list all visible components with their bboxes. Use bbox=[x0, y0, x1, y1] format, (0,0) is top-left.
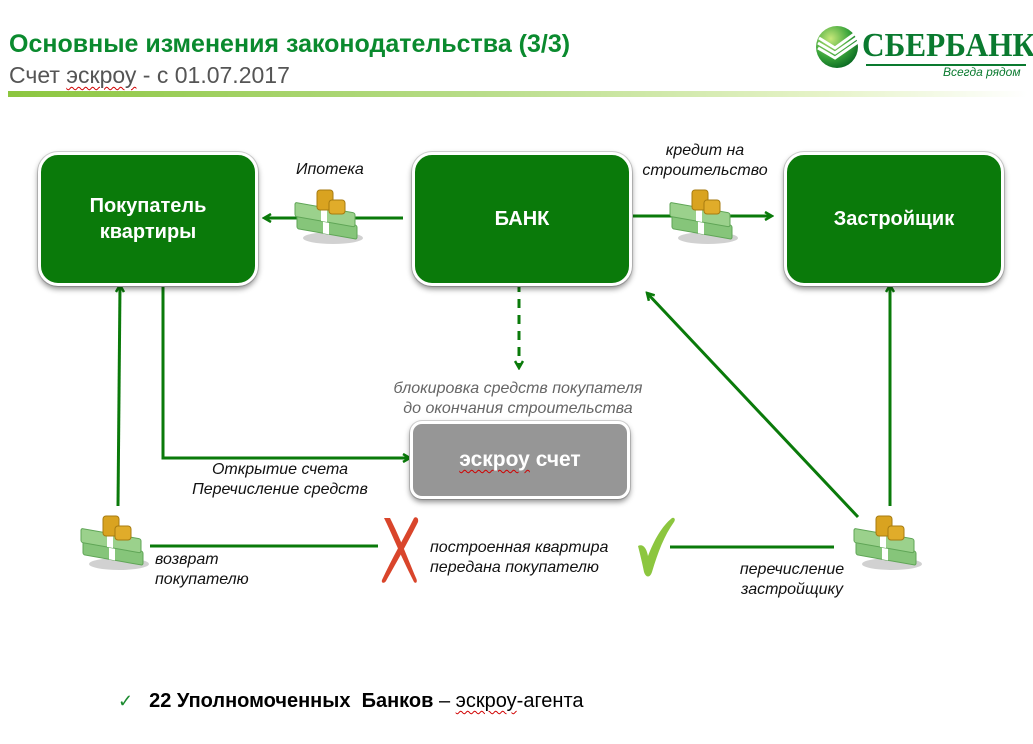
subtitle-date: - с 01.07.2017 bbox=[136, 62, 290, 88]
money-stack-icon bbox=[669, 189, 738, 244]
label-transfer-line2: застройщику bbox=[740, 581, 844, 598]
bullet-suffix: -агента bbox=[516, 690, 584, 712]
red-cross-icon bbox=[381, 517, 419, 583]
arrow-buyer-to-escrow bbox=[161, 283, 410, 458]
brand-name: СБЕРБАНК bbox=[862, 27, 1033, 64]
node-bank: БАНК bbox=[412, 152, 632, 286]
sberbank-logo-icon bbox=[816, 26, 859, 68]
label-apartment-delivered-line1: построенная квартира bbox=[430, 539, 609, 556]
label-construction-credit-line1: кредит на bbox=[665, 142, 745, 159]
subtitle-underlined-word: эскроу bbox=[66, 62, 137, 88]
label-construction-credit: кредит на строительство bbox=[630, 141, 780, 181]
label-transfer-to-developer: перечисление застройщику bbox=[726, 560, 858, 600]
label-funds-blocking-line2: до окончания строительства bbox=[403, 400, 633, 417]
money-stack-icon bbox=[294, 189, 363, 244]
label-refund: возврат покупателю bbox=[155, 550, 249, 590]
arrow-escrow-to-bank bbox=[647, 293, 860, 519]
brand-underline bbox=[866, 64, 1026, 66]
node-escrow-account: эскроу счет bbox=[410, 421, 630, 499]
brand-tagline: Всегда рядом bbox=[943, 65, 1021, 79]
node-developer-label: Застройщик bbox=[833, 208, 955, 230]
node-buyer-label: Покупатель квартиры bbox=[89, 195, 207, 243]
label-refund-line2: покупателю bbox=[155, 571, 249, 588]
label-account-opening-line1: Открытие счета bbox=[211, 461, 349, 478]
bullet-bold-text: 22 Уполномоченных Банков bbox=[149, 690, 434, 712]
node-developer: Застройщик bbox=[784, 152, 1004, 286]
label-construction-credit-line2: строительство bbox=[642, 162, 768, 179]
bullet-underlined-word: эскроу bbox=[455, 690, 517, 712]
label-funds-blocking: блокировка средств покупателя до окончан… bbox=[372, 379, 664, 419]
label-apartment-delivered-line2: передана покупателю bbox=[430, 559, 599, 576]
escrow-word: эскроу bbox=[459, 448, 530, 471]
label-funds-blocking-line1: блокировка средств покупателя bbox=[393, 380, 643, 397]
header-divider bbox=[8, 91, 1028, 97]
label-transfer-line1: перечисление bbox=[739, 561, 845, 578]
node-buyer: Покупатель квартиры bbox=[38, 152, 258, 286]
label-account-opening-line2: Перечисление средств bbox=[192, 481, 368, 498]
green-check-icon bbox=[638, 517, 675, 577]
node-bank-label: БАНК bbox=[494, 208, 550, 230]
check-bullet-icon: ✓ bbox=[118, 691, 134, 711]
arrow-refund-to-buyer bbox=[118, 285, 120, 507]
page-title: Основные изменения законодательства (3/3… bbox=[9, 30, 571, 58]
label-mortgage: Ипотека bbox=[296, 161, 364, 178]
bullet-dash: – bbox=[433, 690, 456, 712]
subtitle-prefix: Счет bbox=[9, 62, 67, 88]
money-stack-icon bbox=[853, 515, 922, 570]
money-stack-icon bbox=[80, 515, 149, 570]
label-apartment-delivered: построенная квартира передана покупателю bbox=[430, 538, 608, 578]
label-refund-line1: возврат bbox=[155, 551, 219, 568]
escrow-suffix: счет bbox=[529, 448, 581, 471]
label-account-opening: Открытие счета Перечисление средств bbox=[172, 460, 388, 500]
footer-bullet: ✓ 22 Уполномоченных Банков – эскроу-агент… bbox=[118, 690, 584, 713]
page-subtitle: Счет эскроу - с 01.07.2017 bbox=[9, 62, 290, 89]
